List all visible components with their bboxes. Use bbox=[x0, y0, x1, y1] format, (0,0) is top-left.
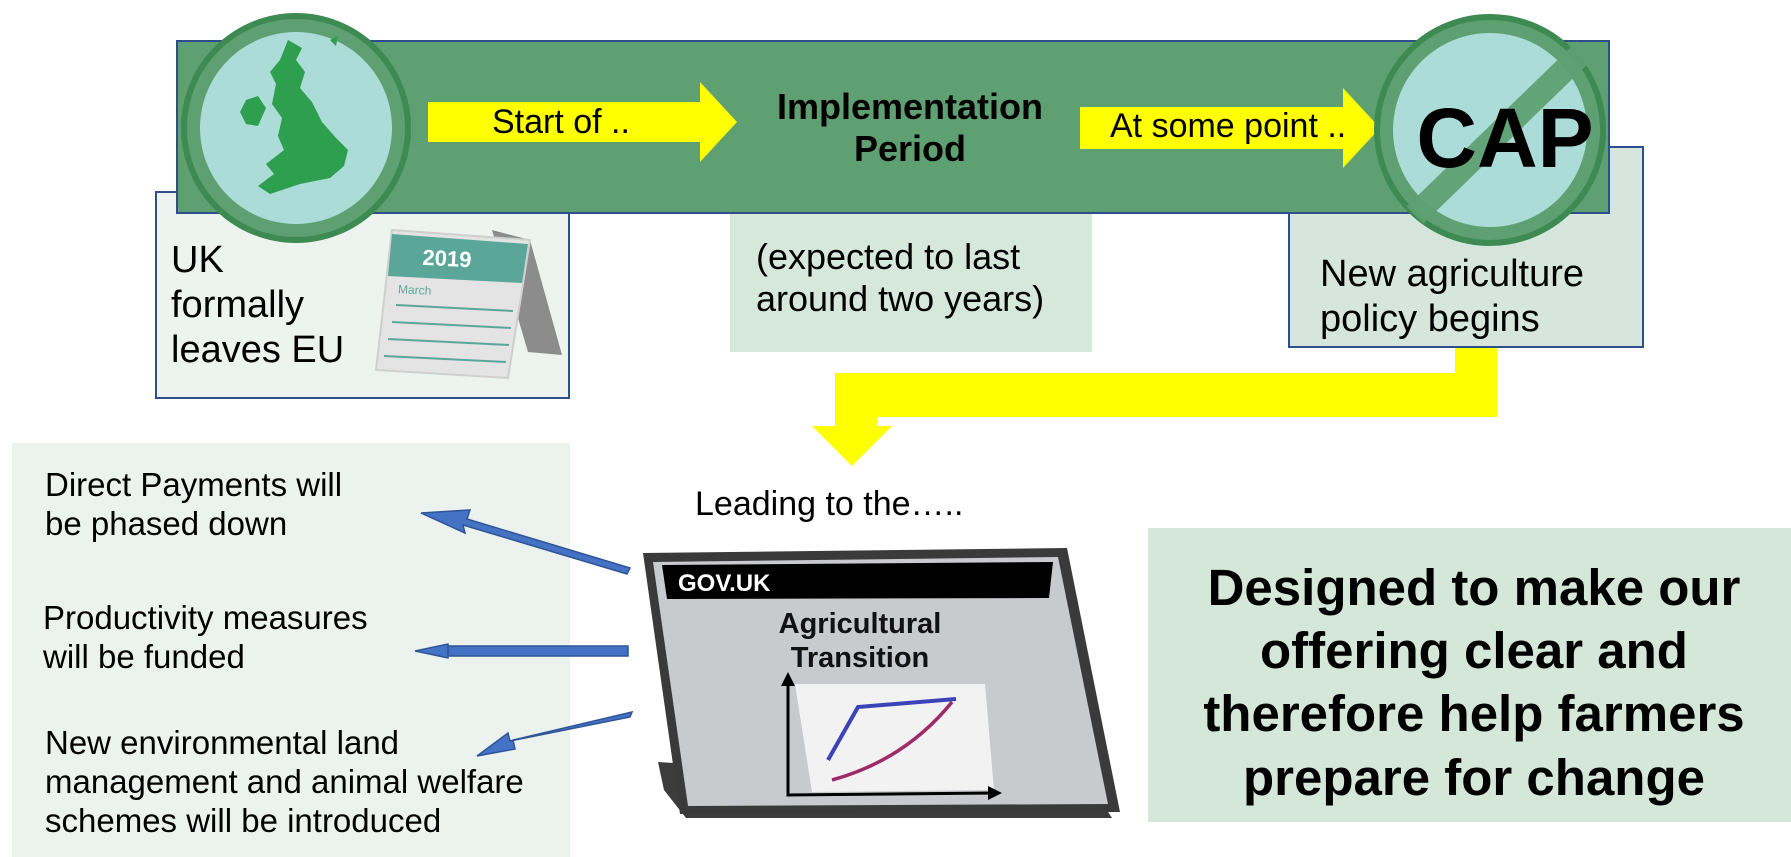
yellow-arrow-start bbox=[428, 82, 737, 162]
arrow-start-label: Start of .. bbox=[492, 103, 630, 141]
new-policy-label: New agriculture policy begins bbox=[1320, 253, 1584, 340]
cap-label: CAP bbox=[1416, 91, 1594, 185]
blue-arrow-direct-payments bbox=[420, 509, 632, 575]
implementation-period-title: Implementation Period bbox=[776, 86, 1044, 170]
leading-to-label: Leading to the….. bbox=[695, 485, 964, 523]
purpose-statement: Designed to make our offering clear and … bbox=[1203, 559, 1745, 806]
yellow-elbow-arrow bbox=[812, 348, 1497, 466]
outcome-schemes: New environmental land management and an… bbox=[45, 724, 524, 839]
blue-arrow-schemes bbox=[476, 710, 634, 757]
tablet-icon bbox=[643, 548, 1120, 818]
calendar-month: March bbox=[397, 282, 432, 298]
arrow-later-label: At some point .. bbox=[1110, 107, 1347, 145]
statement-panel bbox=[1148, 528, 1791, 822]
implementation-period-note: (expected to last around two years) bbox=[756, 236, 1045, 320]
uk-leaves-label: UK formally leaves EU bbox=[171, 239, 345, 371]
yellow-arrow-later bbox=[1080, 88, 1380, 168]
outcome-productivity: Productivity measures will be funded bbox=[43, 599, 368, 675]
uk-globe-icon bbox=[181, 13, 411, 243]
calendar-icon bbox=[374, 228, 562, 380]
tablet-page-title: Agricultural Transition bbox=[778, 608, 942, 675]
outcome-direct-payments: Direct Payments will be phased down bbox=[45, 466, 343, 542]
blue-arrow-productivity bbox=[414, 643, 629, 659]
cap-no-symbol-icon bbox=[1374, 14, 1606, 246]
tablet-site-name: GOV.UK bbox=[678, 570, 771, 597]
